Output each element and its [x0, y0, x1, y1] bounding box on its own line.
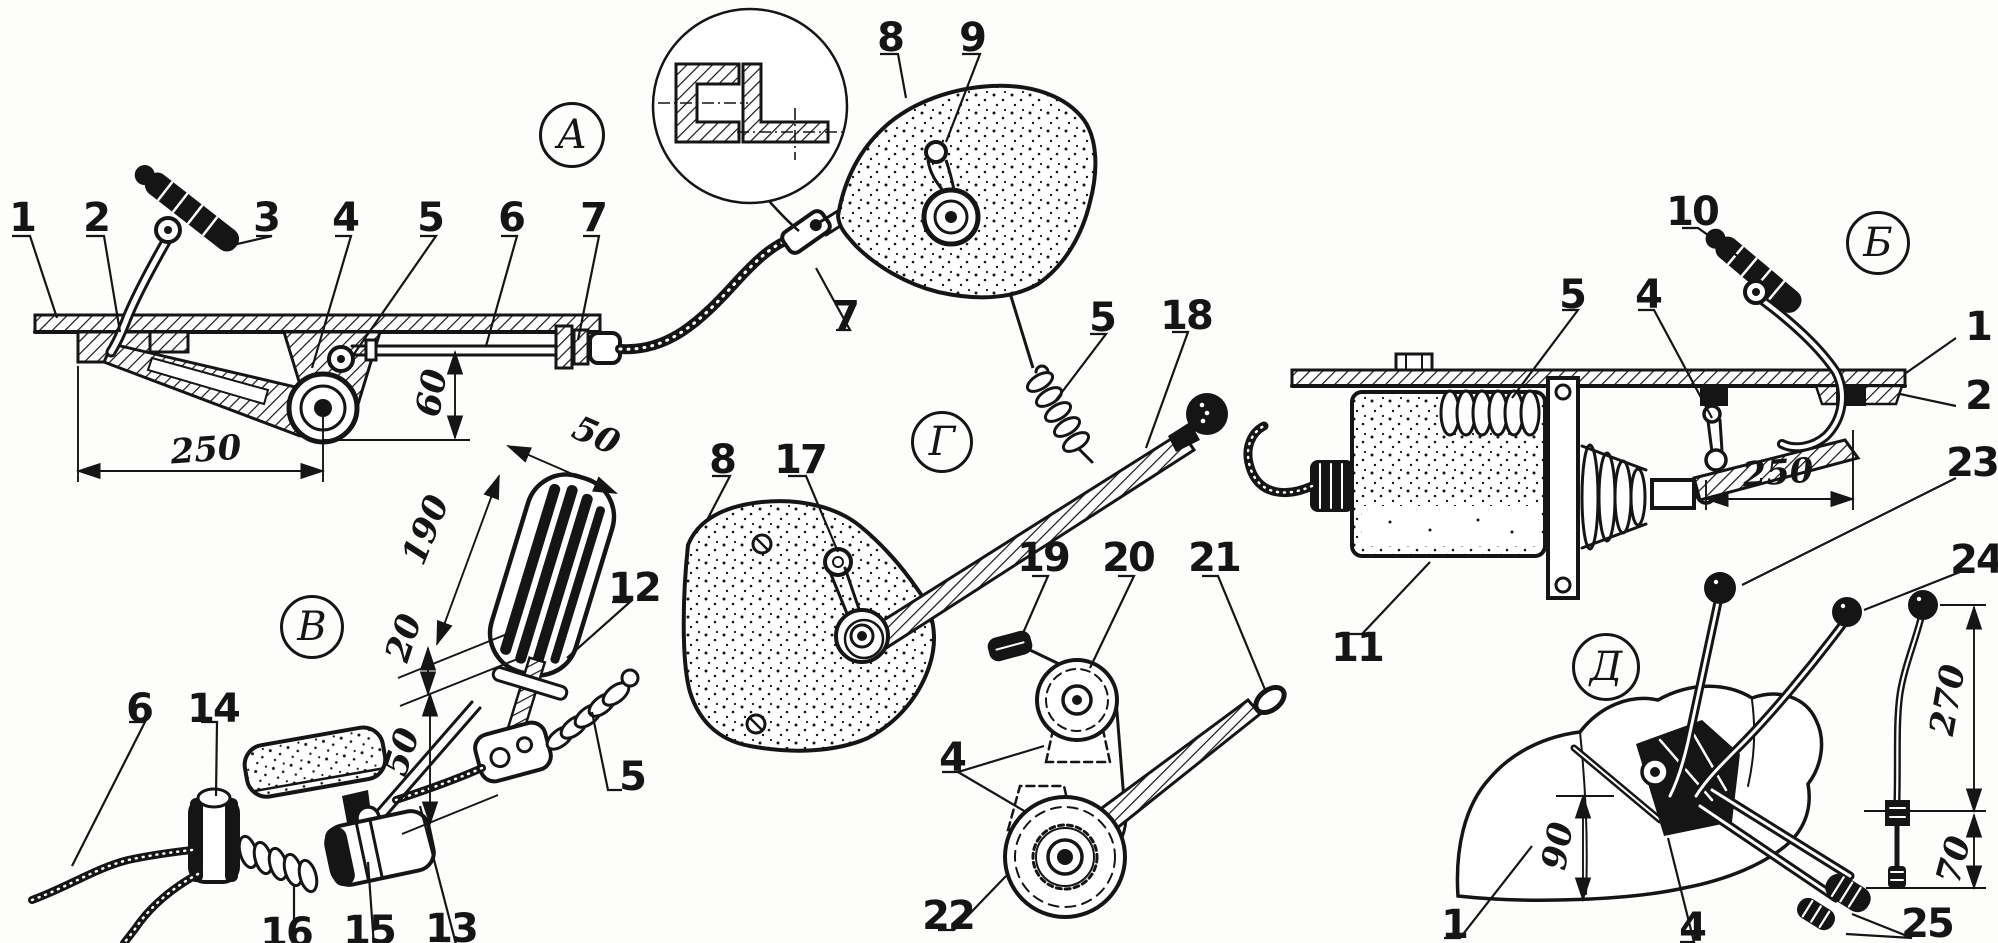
callout-b-11: 11 — [1331, 625, 1385, 671]
callout-a-7: 7 — [580, 195, 608, 241]
callout-v-14: 14 — [187, 686, 241, 732]
section-marker-d: Д — [1572, 633, 1640, 701]
callout-v-6: 6 — [126, 686, 154, 732]
lever-mount-bracket — [1636, 720, 1740, 836]
callout-d-24: 24 — [1950, 537, 1998, 583]
dimension-a-250: 250 — [169, 427, 243, 473]
pushrod-clevis — [1650, 478, 1696, 510]
dimension-d-90: 90 — [1534, 819, 1582, 873]
knob-24 — [1832, 597, 1862, 627]
callout-v-12: 12 — [608, 565, 662, 611]
callout-a-4: 4 — [332, 195, 360, 241]
section-marker-a: А — [539, 102, 605, 168]
callout-b-2: 2 — [1965, 373, 1993, 419]
treadle-pad — [242, 725, 388, 799]
return-spring-g — [1025, 371, 1091, 453]
firewall-plate — [835, 83, 1098, 369]
callout-g-18: 18 — [1160, 293, 1214, 339]
callout-d-4: 4 — [1679, 905, 1707, 943]
callout-a-1: 1 — [9, 195, 37, 241]
callout-a-6: 6 — [498, 195, 526, 241]
callout-v-5: 5 — [619, 754, 647, 800]
pulley-22 — [1003, 795, 1127, 919]
callout-g-21: 21 — [1188, 535, 1242, 581]
callout-g-5: 5 — [1089, 295, 1117, 341]
pushrod-bellows — [1580, 443, 1647, 551]
callout-g-20: 20 — [1102, 535, 1156, 581]
callout-leaders — [12, 52, 1961, 943]
callout-v-16: 16 — [260, 910, 314, 943]
callout-d-25: 25 — [1901, 901, 1955, 943]
cylinder-flange — [1546, 376, 1580, 600]
cable-clamp-15 — [324, 809, 436, 887]
section-marker-v: В — [280, 595, 344, 659]
knob-detail-lever — [1908, 590, 1938, 620]
callout-v-15: 15 — [343, 908, 397, 943]
detail-lever-shaft — [1893, 614, 1925, 804]
cable-lug-lower — [1796, 897, 1836, 931]
section-a-assembly — [33, 152, 939, 445]
callout-a-9: 9 — [959, 15, 987, 61]
floor-panel-b — [1290, 368, 1907, 388]
adjuster-spring-16 — [237, 834, 319, 894]
base-plate — [1455, 684, 1824, 902]
return-spring-b — [1439, 389, 1541, 437]
knob-23 — [1704, 572, 1736, 604]
lever-mount-plate — [681, 499, 936, 753]
callout-b-10: 10 — [1666, 189, 1720, 235]
mounting-plate-8 — [835, 83, 1098, 300]
channel-bracket-section — [674, 62, 741, 144]
callout-a-2: 2 — [83, 195, 111, 241]
section-marker-g: Г — [911, 411, 973, 473]
cable-barrel-14 — [188, 787, 240, 884]
cable-end-fitting — [780, 209, 832, 255]
pedal-lever-b — [1692, 438, 1861, 502]
callout-d-1: 1 — [1441, 902, 1469, 943]
pedal-lever-arm — [101, 342, 318, 438]
pedal-spring-5 — [545, 668, 640, 751]
accelerator-pedal-12 — [487, 472, 617, 678]
callout-g-8: 8 — [709, 437, 737, 483]
dimension-lines — [75, 349, 1986, 903]
callout-v-13: 13 — [425, 906, 479, 943]
detail-balloon — [651, 7, 849, 232]
angle-plate-section — [741, 62, 830, 144]
cable-clevis-19 — [987, 630, 1033, 662]
callout-g-4: 4 — [939, 735, 967, 781]
callout-g-22: 22 — [922, 893, 976, 939]
cable-adjuster — [554, 324, 574, 370]
section-marker-b: Б — [1846, 211, 1910, 275]
section-v-assembly — [28, 472, 640, 943]
cylinder-outlet — [1310, 460, 1354, 512]
link-eyelet-9 — [924, 140, 948, 164]
dimension-a-60: 60 — [408, 366, 456, 420]
callout-a-3: 3 — [253, 195, 281, 241]
callout-b-5: 5 — [1559, 272, 1587, 318]
callout-b-1: 1 — [1965, 304, 1993, 350]
pulley-20 — [1035, 658, 1119, 742]
section-g-assembly — [681, 364, 1287, 919]
lever-collar — [1885, 800, 1910, 826]
callout-g-17: 17 — [774, 437, 828, 483]
callout-d-23: 23 — [1946, 440, 1998, 486]
lever-21-eyelet — [1253, 684, 1287, 716]
pedal-pad-a — [134, 165, 240, 252]
callout-a-7b: 7 — [832, 293, 860, 339]
lever-tip — [1888, 866, 1906, 888]
brake-cable — [615, 233, 797, 355]
callout-g-19: 19 — [1017, 535, 1071, 581]
callout-b-4: 4 — [1635, 272, 1663, 318]
callout-a-8: 8 — [877, 15, 905, 61]
section-d-assembly — [1455, 572, 1938, 931]
section-b-assembly — [1243, 228, 1907, 600]
callout-a-5: 5 — [417, 195, 445, 241]
dimension-b-250: 250 — [1741, 450, 1815, 496]
cable-swivel-block — [473, 720, 553, 784]
cable-lug-upper — [1825, 873, 1871, 913]
